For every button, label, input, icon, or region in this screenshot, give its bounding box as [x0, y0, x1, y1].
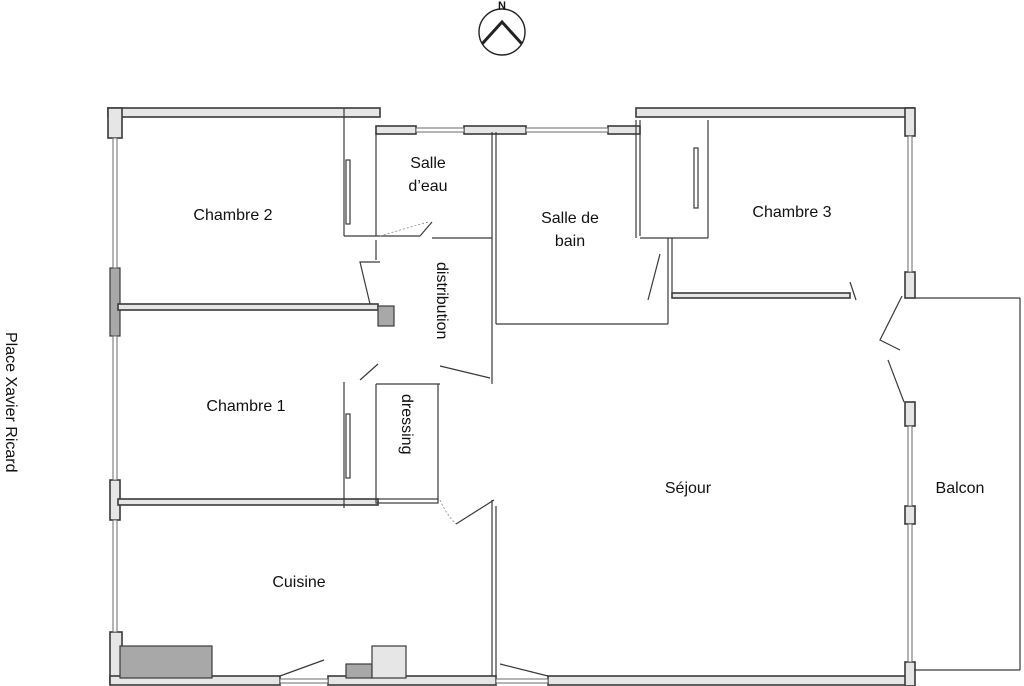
compass-icon: N: [478, 0, 526, 56]
kitchen-units: [119, 645, 407, 679]
outer-walls: [107, 107, 916, 686]
room-label-chambre-3: Chambre 3: [752, 204, 831, 221]
room-label-sejour: Séjour: [665, 480, 712, 497]
windows: [112, 127, 913, 684]
street-label: Place Xavier Ricard: [2, 332, 19, 473]
room-label-cuisine: Cuisine: [272, 574, 325, 591]
room-label-chambre-1: Chambre 1: [206, 398, 285, 415]
interior-walls: [117, 108, 851, 676]
room-label-dressing: dressing: [398, 394, 415, 454]
room-label-balcon: Balcon: [936, 480, 985, 497]
room-label-salle-bain-2: bain: [555, 233, 585, 250]
room-label-salle-eau-2: d’eau: [408, 178, 447, 195]
north-label: N: [498, 0, 506, 12]
doors: [279, 221, 905, 677]
room-label-salle-bain-1: Salle de: [541, 210, 599, 227]
room-label-salle-eau-1: Salle: [410, 155, 446, 172]
room-label-chambre-2: Chambre 2: [193, 207, 272, 224]
balcony: [914, 297, 1021, 671]
room-label-distribution: distribution: [433, 262, 450, 339]
